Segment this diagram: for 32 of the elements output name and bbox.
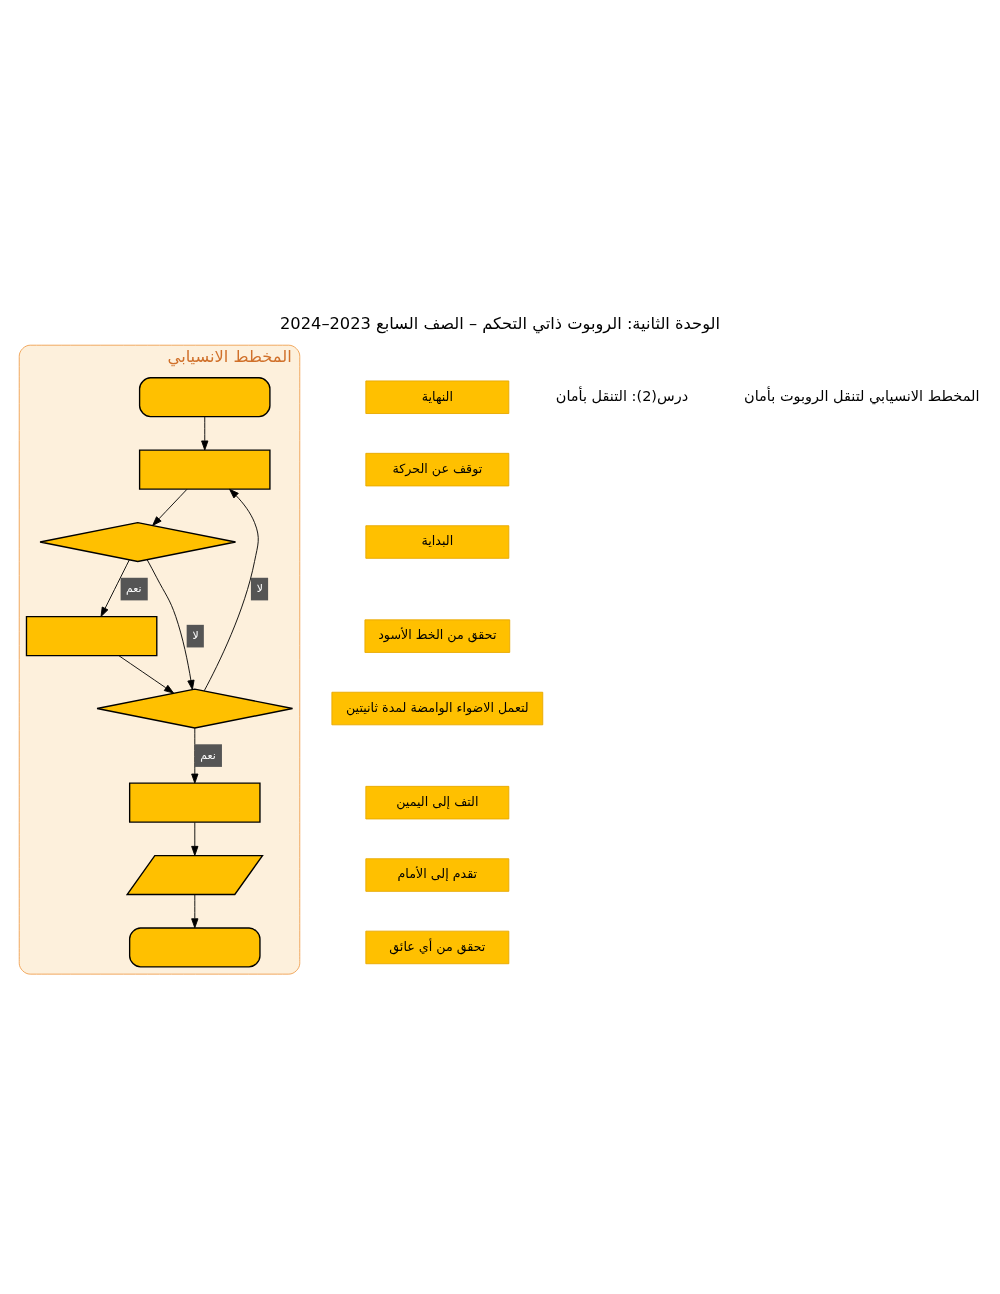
node-diamond <box>39 521 237 563</box>
diagram-title: الوحدة الثانية: الروبوت ذاتي التحكم – الصف السابع 2023–2024 <box>279 314 721 334</box>
arrow <box>191 822 199 856</box>
edge-label: نعم <box>200 748 216 762</box>
node-oval <box>128 927 261 968</box>
node-box: تحقق من الخط الأسود <box>364 619 511 653</box>
label: درس(2): التنقل بأمان <box>555 387 689 404</box>
node-box: التف إلى اليمين <box>365 785 510 820</box>
node-box: تقدم إلى الأمام <box>365 858 510 892</box>
edge-label: نعم <box>126 582 142 596</box>
label: المخطط الانسيابي لتنقل الروبوت بأمان <box>744 387 980 404</box>
edge-label: لا <box>256 582 263 596</box>
node-box <box>128 782 261 823</box>
node-parallelogram <box>125 854 264 896</box>
node-box: البداية <box>365 525 510 559</box>
node-box: تحقق من أي عائق <box>365 930 510 965</box>
node-diamond <box>96 688 294 729</box>
arrow <box>100 559 130 617</box>
node-box: النهاية <box>365 380 510 414</box>
arrow <box>191 727 199 784</box>
arrow <box>146 559 195 690</box>
node-box <box>138 449 271 490</box>
node-box: لتعمل الاضواء الوامضة لمدة ثانيتين <box>331 691 544 726</box>
arrow <box>191 894 199 929</box>
arrow <box>118 655 174 694</box>
arrow <box>203 488 259 692</box>
node-oval <box>138 377 271 418</box>
node-box: توقف عن الحركة <box>365 452 510 487</box>
arrow <box>201 416 209 451</box>
node-box <box>25 616 158 657</box>
arrow <box>152 489 188 526</box>
edge-label: لا <box>192 629 199 643</box>
